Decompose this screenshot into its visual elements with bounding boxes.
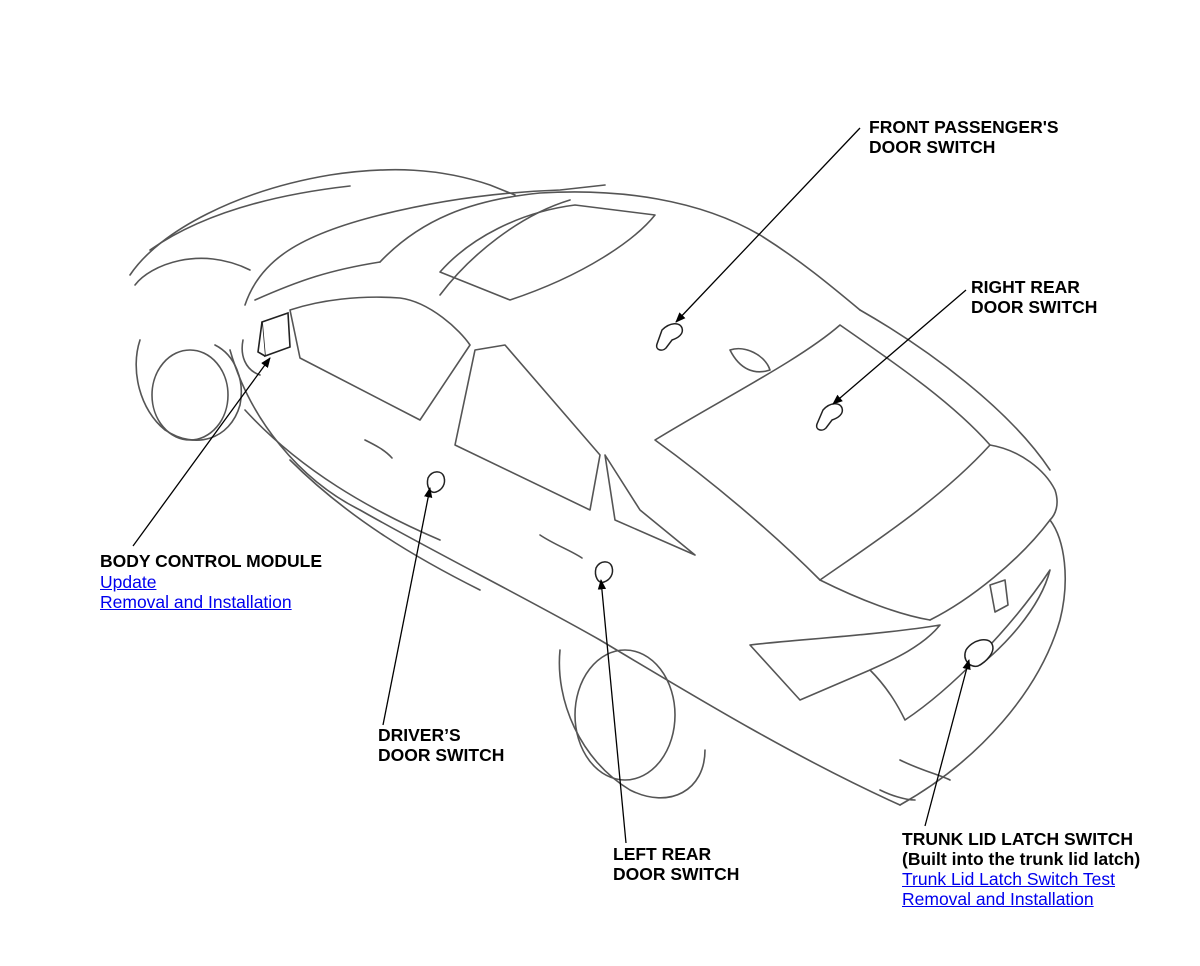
leader-trunk-lid — [924, 658, 971, 827]
front-passenger-door-switch-icon — [655, 323, 684, 351]
front-passenger-label-line2: DOOR SWITCH — [869, 136, 996, 157]
trunk-lid-latch-switch-label: TRUNK LID LATCH SWITCH (Built into the t… — [902, 829, 1141, 909]
trunk-lid-latch-switch-test-link[interactable]: Trunk Lid Latch Switch Test — [902, 869, 1116, 889]
drivers-door-label-line1: DRIVER’S — [378, 725, 461, 745]
leader-left-rear — [597, 578, 627, 844]
bcm-update-link[interactable]: Update — [100, 571, 157, 592]
drivers-door-switch-label: DRIVER’S DOOR SWITCH — [378, 725, 505, 765]
right-rear-label-line1: RIGHT REAR — [971, 277, 1080, 297]
left-rear-label-line1: LEFT REAR — [613, 844, 712, 864]
leader-drivers-door — [382, 486, 433, 726]
body-control-module-label: BODY CONTROL MODULE Update Removal and I… — [100, 551, 322, 612]
right-rear-door-switch-label: RIGHT REAR DOOR SWITCH — [971, 277, 1098, 317]
front-passenger-label-line1: FRONT PASSENGER'S — [869, 117, 1059, 137]
trunk-lid-subtitle: (Built into the trunk lid latch) — [902, 848, 1141, 869]
left-rear-label-line2: DOOR SWITCH — [613, 863, 740, 884]
leader-front-passenger — [675, 127, 861, 323]
left-rear-door-switch-icon — [594, 561, 614, 584]
body-control-module-icon — [257, 311, 291, 358]
drivers-door-label-line2: DOOR SWITCH — [378, 744, 505, 765]
right-rear-label-line2: DOOR SWITCH — [971, 296, 1098, 317]
leader-body-control-module — [132, 357, 271, 547]
car-outline — [129, 168, 1066, 806]
trunk-lid-latch-switch-icon — [964, 639, 994, 668]
front-passenger-door-switch-label: FRONT PASSENGER'S DOOR SWITCH — [869, 117, 1059, 157]
body-control-module-title: BODY CONTROL MODULE — [100, 551, 322, 571]
leader-lines — [132, 127, 971, 844]
left-rear-door-switch-label: LEFT REAR DOOR SWITCH — [613, 844, 740, 884]
right-rear-door-switch-icon — [815, 403, 844, 431]
leader-right-rear — [832, 289, 967, 405]
trunk-lid-title: TRUNK LID LATCH SWITCH — [902, 829, 1134, 849]
trunk-lid-removal-installation-link[interactable]: Removal and Installation — [902, 889, 1094, 909]
bcm-removal-installation-link[interactable]: Removal and Installation — [100, 591, 292, 612]
